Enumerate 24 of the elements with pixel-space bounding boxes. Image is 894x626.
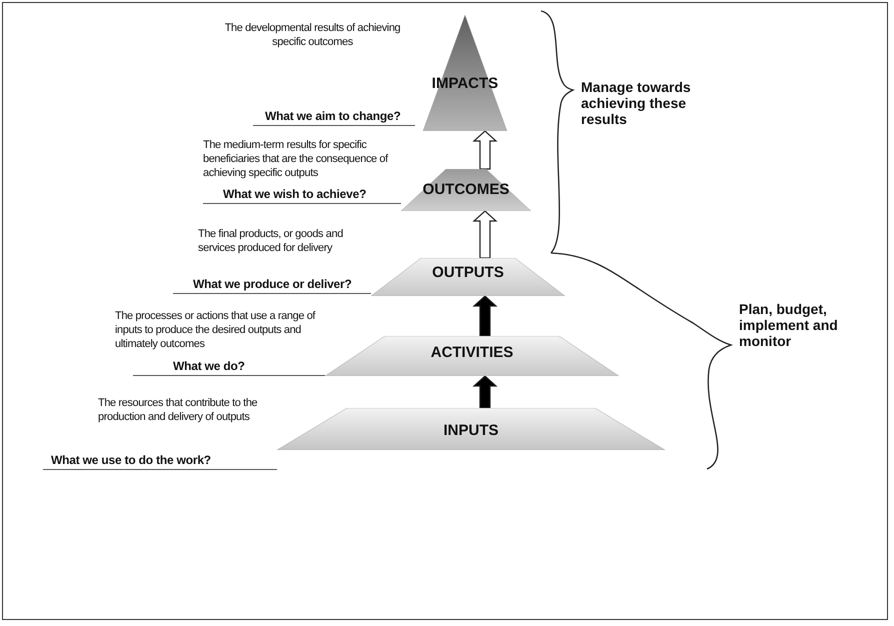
question-text: What we use to do the work? (43, 453, 277, 470)
pyramid-tier (401, 169, 531, 211)
description-text: The developmental results of achieving specific outcomes (224, 21, 402, 49)
block-arrow (472, 130, 498, 170)
tier-title: INPUTS (442, 422, 500, 439)
pyramid-tier (325, 336, 619, 376)
tier-title: ACTIVITIES (430, 344, 514, 361)
description-text: The medium-term results for specific beneficiaries that are the consequence of achieving specific outputs (203, 138, 390, 180)
description-text: The final products, or goods and services produced for delivery (198, 227, 344, 255)
pyramid-tier (371, 258, 565, 296)
question-text: What we aim to change? (253, 109, 415, 126)
block-arrow (472, 375, 498, 409)
description-text: The resources that contribute to the production and delivery of outputs (98, 396, 258, 424)
question-text: What we produce or deliver? (173, 277, 371, 294)
question-text: What we do? (133, 359, 325, 376)
pyramid-tier (277, 408, 665, 450)
question-text: What we wish to achieve? (203, 187, 401, 204)
bracket-label: Manage towards achieving these results (581, 79, 692, 127)
tier-title: OUTCOMES (422, 181, 510, 198)
block-arrow (472, 210, 498, 259)
tier-title: OUTPUTS (431, 264, 505, 281)
bracket-label: Plan, budget, implement and monitor (739, 301, 839, 349)
block-arrow (472, 295, 498, 337)
description-text: The processes or actions that use a range of inputs to produce the desired outputs and ultimately outcomes (115, 309, 316, 351)
